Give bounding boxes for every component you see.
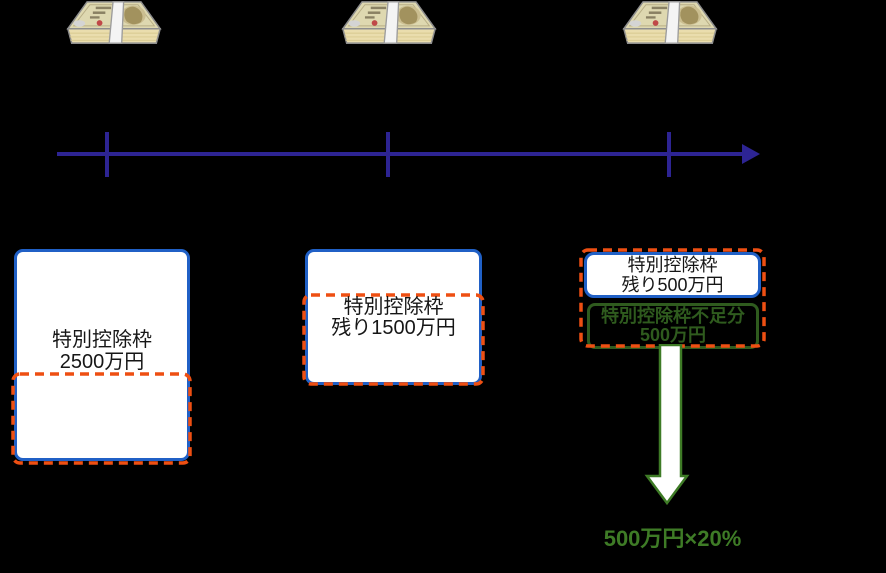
shortfall-line2: 500万円 [639, 325, 707, 345]
tax-formula-label: 500万円×20% [603, 526, 742, 551]
deduction-frame-label-right-remaining: 特別控除枠 残り500万円 [584, 255, 761, 295]
used-portion-dashed-box-left [11, 372, 192, 465]
shortfall-line1: 特別控除枠不足分 [601, 306, 745, 326]
timeline-axis [57, 132, 760, 177]
right-remaining-line2: 残り500万円 [621, 275, 724, 295]
deduction-frame-middle-line2: 残り1500万円 [331, 317, 456, 339]
down-arrow [644, 344, 690, 506]
shortfall-label: 特別控除枠不足分 500万円 [587, 307, 759, 345]
used-portion-dashed-box-middle [302, 293, 485, 386]
money-stack-icon [620, 0, 720, 46]
deduction-frame-label-middle: 特別控除枠 残り1500万円 [305, 297, 482, 339]
deduction-frame-box-left [14, 249, 190, 461]
money-stack-icon [339, 0, 439, 46]
deduction-frame-middle-line1: 特別控除枠 [343, 296, 444, 318]
deduction-frame-box-right-remaining [584, 252, 761, 298]
right-remaining-line1: 特別控除枠 [627, 255, 718, 275]
money-stack-icon [64, 0, 164, 46]
timeline-arrowhead [742, 144, 760, 164]
deduction-frame-left-line1: 特別控除枠 [52, 329, 152, 351]
deduction-frame-left-line2: 2500万円 [59, 351, 145, 373]
deduction-frame-label-left: 特別控除枠 2500万円 [14, 329, 190, 373]
deduction-frame-box-middle [305, 249, 482, 385]
